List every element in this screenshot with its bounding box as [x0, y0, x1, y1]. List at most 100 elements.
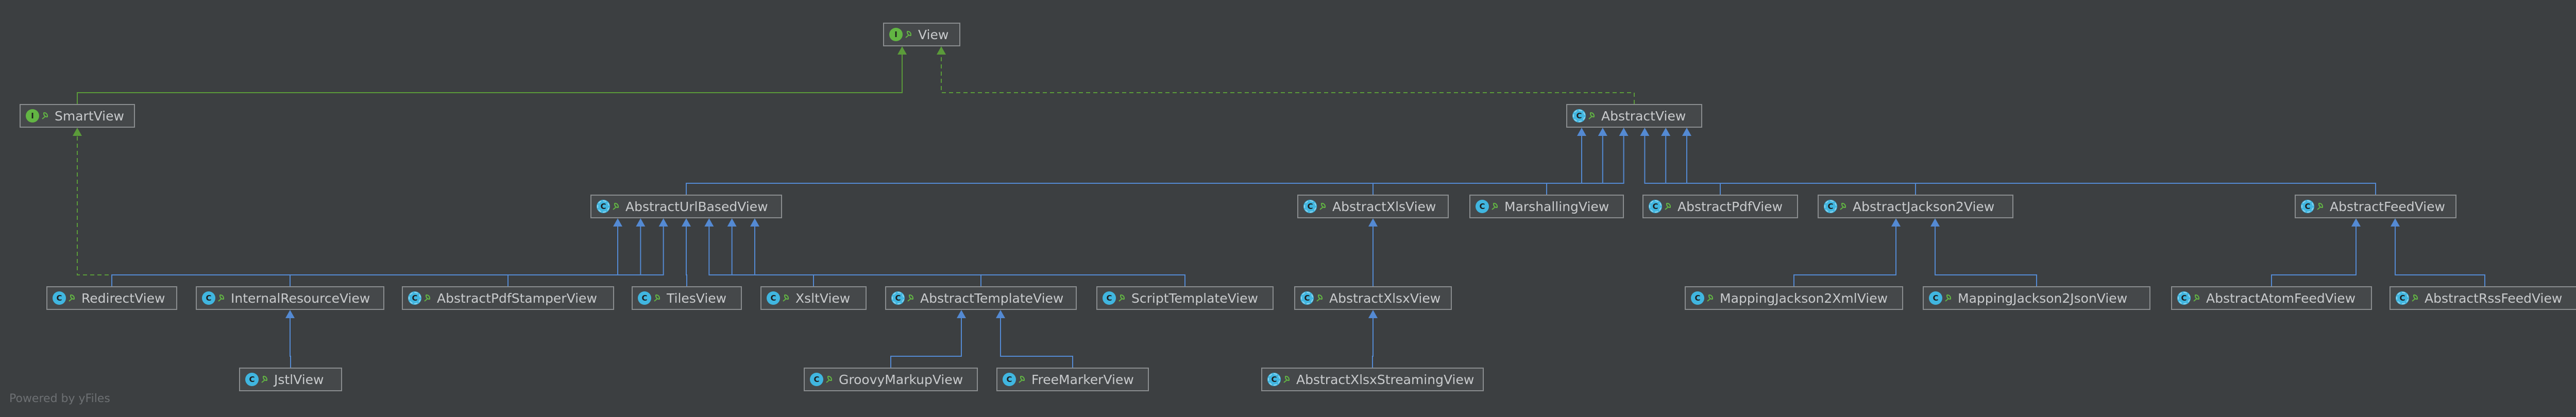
arrowhead — [73, 128, 82, 136]
abstract-kind-icon: C — [1303, 200, 1317, 213]
class-label: AbstractFeedView — [2330, 199, 2445, 214]
arrowhead — [285, 310, 295, 318]
spring-leaf-icon — [1284, 376, 1291, 383]
arrowhead — [996, 310, 1005, 318]
class-label: SmartView — [55, 108, 124, 124]
class-kind-icon: C — [245, 373, 259, 386]
arrowhead — [1682, 128, 1691, 136]
arrowhead — [727, 218, 737, 227]
arrowhead — [897, 46, 907, 55]
edge-free-marker-view-to-abstract-template-view — [1000, 318, 1073, 368]
class-node-abstract-feed-view[interactable]: C AbstractFeedView — [2295, 195, 2456, 218]
spring-leaf-icon — [1589, 112, 1596, 119]
arrowhead — [1368, 218, 1378, 227]
arrowhead — [750, 218, 759, 227]
arrowhead — [2391, 218, 2400, 227]
class-node-free-marker-view[interactable]: C FreeMarkerView — [996, 368, 1149, 391]
edge-redirect-view-to-smart-view — [77, 136, 112, 286]
abstract-kind-icon: C — [2301, 200, 2314, 213]
edge-xslt-view-to-abstract-url-based-view — [708, 227, 814, 286]
edge-groovy-markup-view-to-abstract-template-view — [890, 318, 962, 368]
class-label: AbstractPdfStamperView — [437, 290, 597, 306]
class-label: MappingJackson2JsonView — [1958, 290, 2128, 306]
class-kind-icon: C — [810, 373, 823, 386]
abstract-kind-icon: C — [1824, 200, 1837, 213]
spring-leaf-icon — [654, 294, 662, 302]
class-label: TilesView — [667, 290, 727, 306]
arrowhead — [1577, 128, 1586, 136]
abstract-kind-icon: C — [1572, 109, 1586, 123]
interface-kind-icon: I — [26, 109, 39, 123]
class-kind-icon: C — [1476, 200, 1489, 213]
spring-leaf-icon — [1665, 203, 1672, 210]
spring-leaf-icon — [42, 112, 49, 119]
class-label: RedirectView — [81, 290, 165, 306]
spring-leaf-icon — [2412, 294, 2419, 302]
class-kind-icon: C — [1003, 373, 1016, 386]
class-label: AbstractJackson2View — [1853, 199, 1995, 214]
class-label: FreeMarkerView — [1031, 372, 1134, 387]
edge-abstract-pdf-view-to-abstract-view — [1644, 136, 1721, 195]
arrowhead — [1619, 128, 1629, 136]
spring-leaf-icon — [783, 294, 790, 302]
arrowhead — [682, 218, 691, 227]
spring-leaf-icon — [1019, 376, 1026, 383]
powered-by-footer: Powered by yFiles — [9, 392, 110, 405]
class-node-internal-resource-view[interactable]: C InternalResourceView — [196, 286, 384, 310]
class-label: XsltView — [795, 290, 851, 306]
arrowhead — [1368, 310, 1378, 318]
spring-leaf-icon — [1492, 203, 1499, 210]
spring-leaf-icon — [425, 294, 432, 302]
abstract-kind-icon: C — [1649, 200, 1662, 213]
class-label: AbstractRssFeedView — [2425, 290, 2563, 306]
spring-leaf-icon — [1317, 294, 1324, 302]
edge-abstract-url-based-view-to-abstract-view — [686, 136, 1582, 195]
spring-leaf-icon — [1320, 203, 1327, 210]
spring-leaf-icon — [1707, 294, 1715, 302]
class-node-xslt-view[interactable]: C XsltView — [760, 286, 867, 310]
class-label: AbstractXlsxStreamingView — [1296, 372, 1475, 387]
class-kind-icon: C — [202, 291, 215, 305]
edge-abstract-view-to-view — [941, 55, 1635, 104]
edge-redirect-view-to-abstract-url-based-view — [111, 227, 618, 286]
class-label: AbstractAtomFeedView — [2206, 290, 2356, 306]
spring-leaf-icon — [1119, 294, 1126, 302]
class-node-smart-view[interactable]: I SmartView — [20, 104, 135, 128]
edge-abstract-xls-view-to-abstract-view — [1372, 136, 1603, 195]
class-kind-icon: C — [1691, 291, 1704, 305]
edge-abstract-template-view-to-abstract-url-based-view — [731, 227, 981, 286]
arrowhead — [1930, 218, 1940, 227]
abstract-kind-icon: C — [597, 200, 610, 213]
edge-mapping-jackson2-json-view-to-abstract-jackson2-view — [1935, 227, 2037, 286]
interface-kind-icon: I — [889, 28, 903, 41]
edge-jstl-view-to-internal-resource-view — [290, 318, 291, 368]
arrowhead — [1661, 128, 1671, 136]
class-node-abstract-jackson2-view[interactable]: C AbstractJackson2View — [1818, 195, 2013, 218]
spring-leaf-icon — [613, 203, 620, 210]
class-label: AbstractTemplateView — [920, 290, 1064, 306]
class-kind-icon: C — [767, 291, 780, 305]
arrowhead — [2351, 218, 2361, 227]
class-label: InternalResourceView — [231, 290, 370, 306]
arrowhead — [704, 218, 714, 227]
abstract-kind-icon: C — [1300, 291, 1314, 305]
